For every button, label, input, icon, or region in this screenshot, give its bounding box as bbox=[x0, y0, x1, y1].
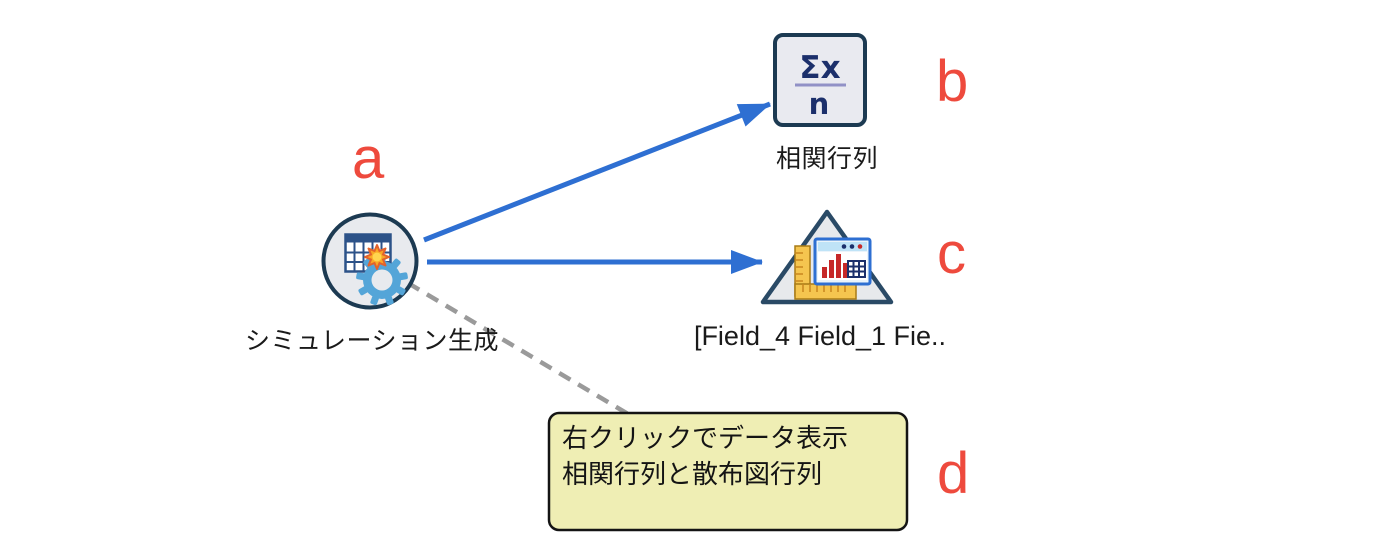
node-plot-matrix[interactable] bbox=[760, 209, 894, 305]
chart-window-icon bbox=[813, 237, 872, 286]
node-correlation-matrix[interactable]: Σx n bbox=[773, 33, 867, 127]
ruler-icon bbox=[794, 245, 857, 300]
annotation-letter-b: b bbox=[936, 49, 969, 114]
spark-star-icon bbox=[364, 244, 390, 270]
bar-chart-glyph bbox=[822, 254, 847, 278]
formula-denominator: n bbox=[809, 87, 830, 121]
node-simulation-generate[interactable] bbox=[321, 212, 419, 310]
mean-formula-icon: Σx n bbox=[795, 50, 846, 121]
note-text-line-1: 右クリックでデータ表示 bbox=[562, 423, 849, 453]
node-square-shape bbox=[773, 33, 867, 127]
link-simgen-to-corr[interactable] bbox=[423, 101, 771, 243]
note-box[interactable] bbox=[547, 411, 909, 532]
node-label-correlation-matrix: 相関行列 bbox=[775, 145, 879, 173]
node-label-plot-matrix: [Field_4 Field_1 Fie.. bbox=[693, 321, 947, 351]
annotation-letter-d: d bbox=[937, 441, 970, 506]
gear-icon bbox=[356, 254, 408, 306]
annotation-letter-c: c bbox=[937, 221, 966, 286]
node-label-simulation-generate: シミュレーション生成 bbox=[244, 327, 500, 355]
table-glyph bbox=[847, 260, 866, 278]
formula-numerator: Σx bbox=[799, 50, 840, 86]
note-text: 右クリックでデータ表示 相関行列と散布図行列 bbox=[562, 420, 848, 492]
note-text-line-2: 相関行列と散布図行列 bbox=[562, 459, 823, 489]
annotation-letter-a: a bbox=[352, 126, 385, 191]
